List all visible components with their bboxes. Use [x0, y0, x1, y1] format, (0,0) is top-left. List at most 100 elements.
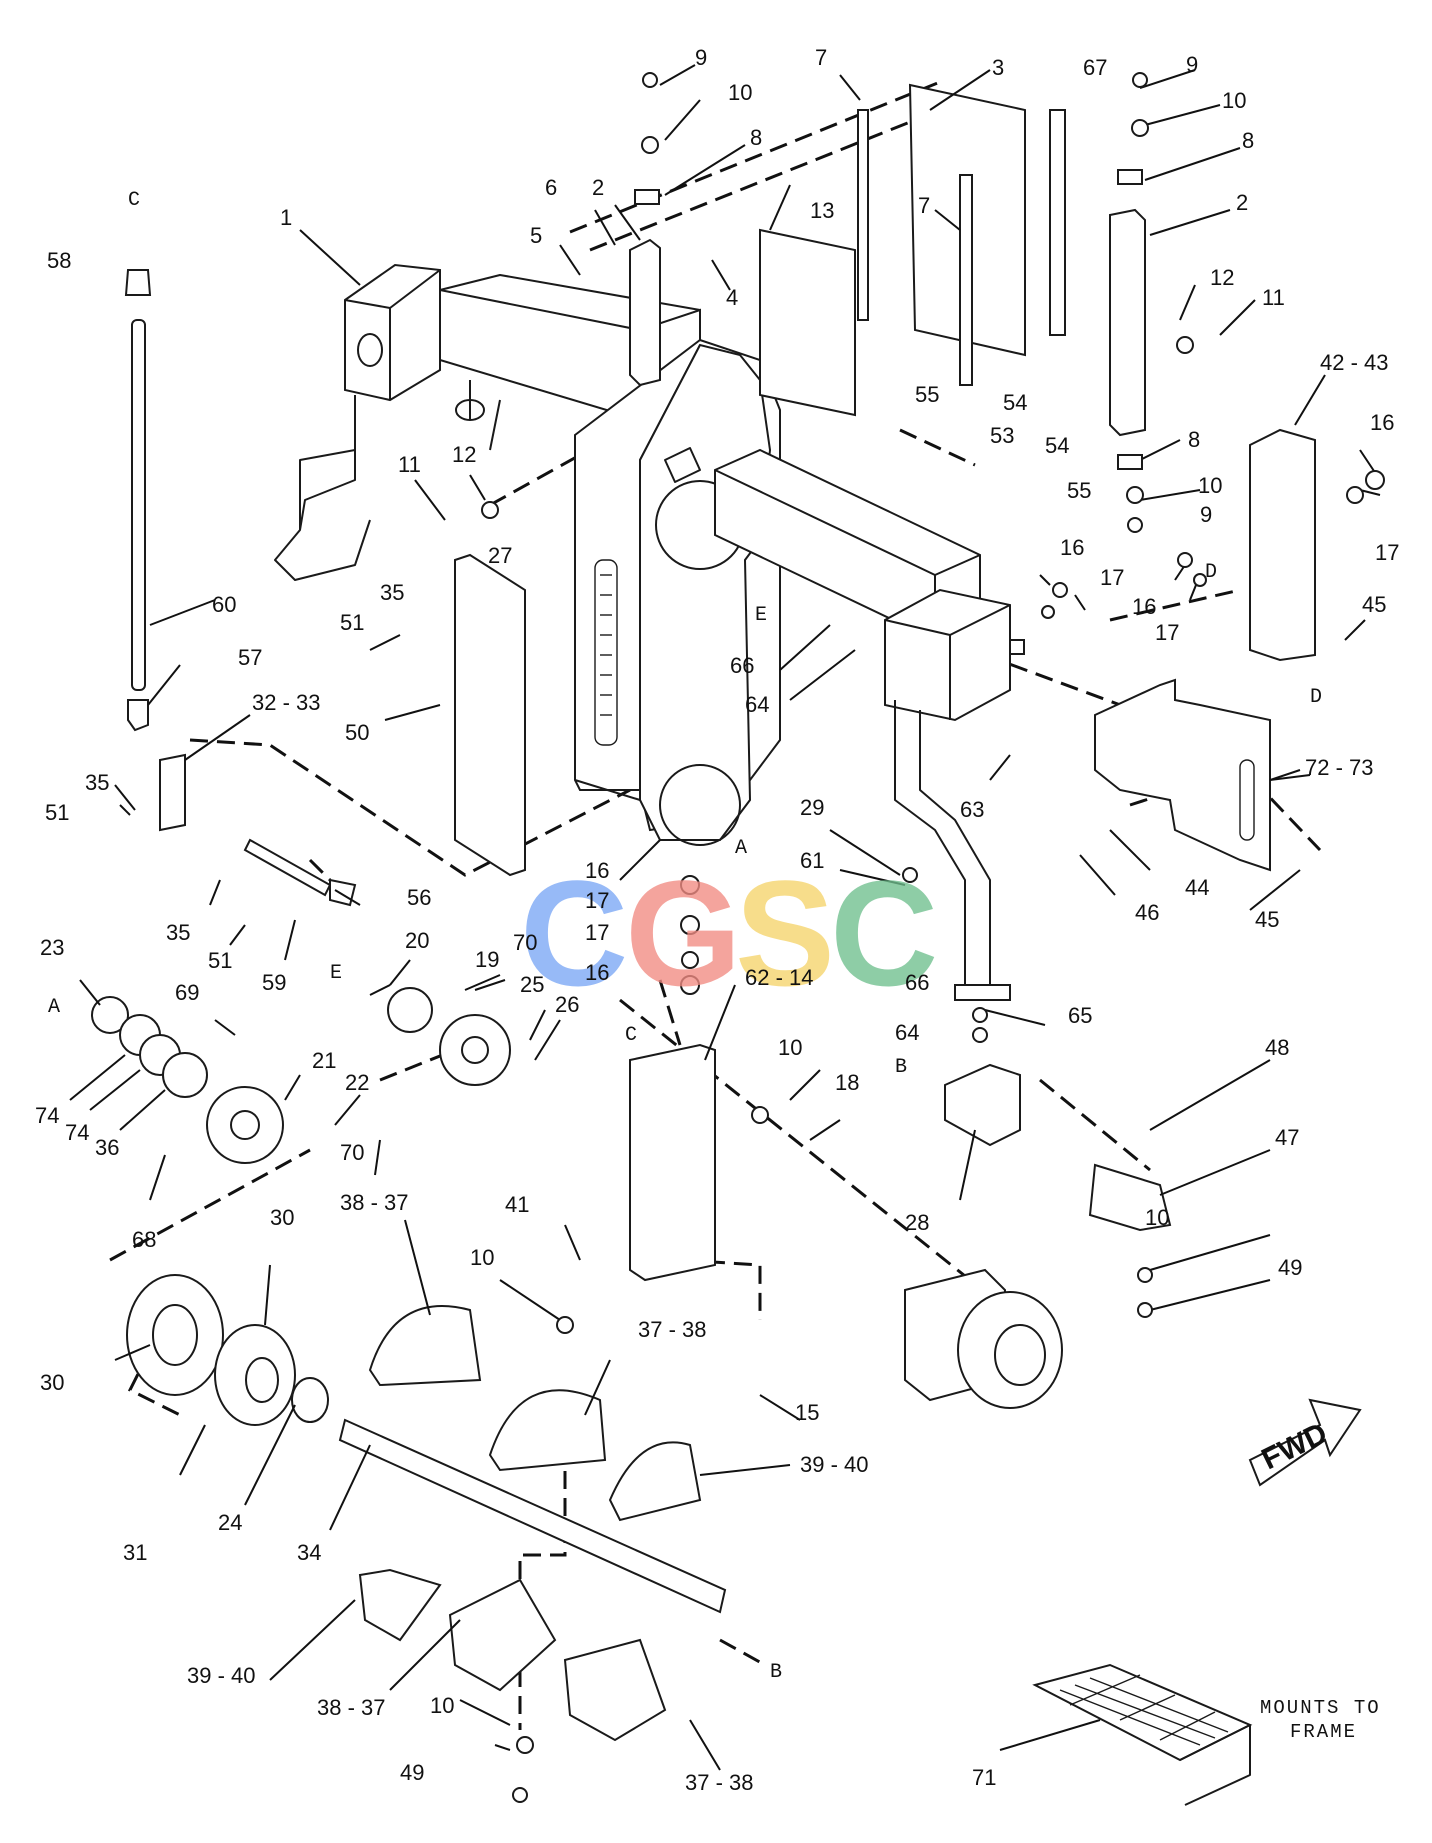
flighting-part-39-40-lower: [358, 1568, 442, 1642]
callout-28: 28: [905, 1210, 929, 1235]
hydraulic-motor: [904, 1268, 1063, 1409]
callout-45: 45: [1255, 907, 1279, 932]
callout-74: 74: [35, 1103, 59, 1128]
strip-part-67: [1049, 109, 1066, 336]
flighting-part-37-38-upper: [488, 1389, 607, 1472]
ref-letter-b: B: [895, 1056, 907, 1079]
callout-71: 71: [972, 1765, 996, 1790]
callout-56: 56: [407, 885, 431, 910]
washer-part-20: [387, 987, 433, 1033]
flighting-part-37-38-lower: [563, 1638, 667, 1742]
callout-7: 7: [918, 193, 930, 218]
callout-67: 67: [1083, 55, 1107, 80]
slot-plate-72: [1239, 759, 1255, 841]
wear-plate-part-13: [759, 228, 856, 417]
callout-17: 17: [1100, 565, 1124, 590]
callout-24: 24: [218, 1510, 242, 1535]
callout-16: 16: [1370, 410, 1394, 435]
callout-9: 9: [1200, 502, 1212, 527]
callout-46: 46: [1135, 900, 1159, 925]
bearing-housing-part-28: [944, 1063, 1021, 1147]
sprocket-part-19: [439, 1014, 511, 1086]
callout-22: 22: [345, 1070, 369, 1095]
flighting-part-38-37-lower: [448, 1578, 557, 1692]
callout-59: 59: [262, 970, 286, 995]
callout-12: 12: [1210, 265, 1234, 290]
callout-2: 2: [592, 175, 604, 200]
fitting-part-58: [124, 269, 152, 296]
elbow-part-56: [329, 878, 357, 907]
callout-11: 11: [1262, 285, 1285, 310]
callout-8: 8: [750, 125, 762, 150]
callout-49: 49: [400, 1760, 424, 1785]
callout-25: 25: [520, 972, 544, 997]
callout-16: 16: [585, 960, 609, 985]
callout-27: 27: [488, 543, 512, 568]
callout-64: 64: [895, 1020, 919, 1045]
callout-38-37: 38 - 37: [317, 1695, 386, 1720]
callout-30: 30: [40, 1370, 64, 1395]
callout-54: 54: [1045, 433, 1069, 458]
strip-part-7-b: [959, 174, 973, 386]
hardware-glyphs: [481, 72, 1385, 1803]
ref-letter-d: D: [1205, 561, 1217, 584]
callout-11: 11: [398, 452, 421, 477]
frame-label: FRAME: [1290, 1721, 1357, 1743]
callout-2: 2: [1236, 190, 1248, 215]
callout-30: 30: [270, 1205, 294, 1230]
callout-13: 13: [810, 198, 834, 223]
callout-35: 35: [380, 580, 404, 605]
mounting-note: MOUNTS TO FRAME: [1260, 1697, 1381, 1743]
callout-17: 17: [585, 888, 609, 913]
reference-letters: A A B B C C D D E E: [48, 189, 1322, 1684]
slide-plate-part-62-14: [629, 1043, 716, 1282]
callout-70: 70: [340, 1140, 364, 1165]
callout-60: 60: [212, 592, 236, 617]
callout-10: 10: [1198, 473, 1222, 498]
callout-20: 20: [405, 928, 429, 953]
callout-6: 6: [545, 175, 557, 200]
callout-69: 69: [175, 980, 199, 1005]
mounts-to-label: MOUNTS TO: [1260, 1697, 1381, 1719]
callout-38-37: 38 - 37: [340, 1190, 409, 1215]
callout-10: 10: [1222, 88, 1246, 113]
callout-32-33: 32 - 33: [252, 690, 321, 715]
callout-18: 18: [835, 1070, 859, 1095]
callout-47: 47: [1275, 1125, 1299, 1150]
callout-55: 55: [1067, 478, 1091, 503]
callout-48: 48: [1265, 1035, 1289, 1060]
callout-labels: 1 2 2 3 4 5 6 7 7 8 8 8 9 9 9 10 10 10 1…: [35, 45, 1399, 1795]
callout-8: 8: [1242, 128, 1254, 153]
watermark-letter-g: G: [625, 849, 742, 1017]
callout-7: 7: [815, 45, 827, 70]
callout-17: 17: [585, 920, 609, 945]
watermark-letter-c1: C: [520, 849, 628, 1017]
callout-39-40: 39 - 40: [187, 1663, 256, 1688]
callout-70: 70: [513, 930, 537, 955]
callout-45: 45: [1362, 592, 1386, 617]
flighting-part-38-37-upper: [368, 1305, 482, 1387]
callout-51: 51: [208, 948, 232, 973]
callout-55: 55: [915, 382, 939, 407]
callout-57: 57: [238, 645, 262, 670]
callout-37-38: 37 - 38: [685, 1770, 754, 1795]
callout-26: 26: [555, 992, 579, 1017]
ref-letter-c: C: [625, 1024, 637, 1047]
bracket-part-32-33: [159, 753, 186, 832]
callout-53: 53: [990, 423, 1014, 448]
callout-29: 29: [800, 795, 824, 820]
callout-58: 58: [47, 248, 71, 273]
mount-plate-part-72-73: [1094, 678, 1271, 872]
spacer-part-36: [162, 1052, 208, 1098]
elbow-part-57: [127, 699, 149, 732]
ref-letter-e: E: [330, 962, 342, 985]
callout-9: 9: [695, 45, 707, 70]
callout-5: 5: [530, 223, 542, 248]
callout-72-73: 72 - 73: [1305, 755, 1374, 780]
callout-35: 35: [85, 770, 109, 795]
slide-bar-part-2-right: [1109, 208, 1146, 437]
callout-36: 36: [95, 1135, 119, 1160]
watermark-letter-s: S: [735, 849, 835, 1017]
callout-63: 63: [960, 797, 984, 822]
tube-part-60: [131, 319, 146, 691]
